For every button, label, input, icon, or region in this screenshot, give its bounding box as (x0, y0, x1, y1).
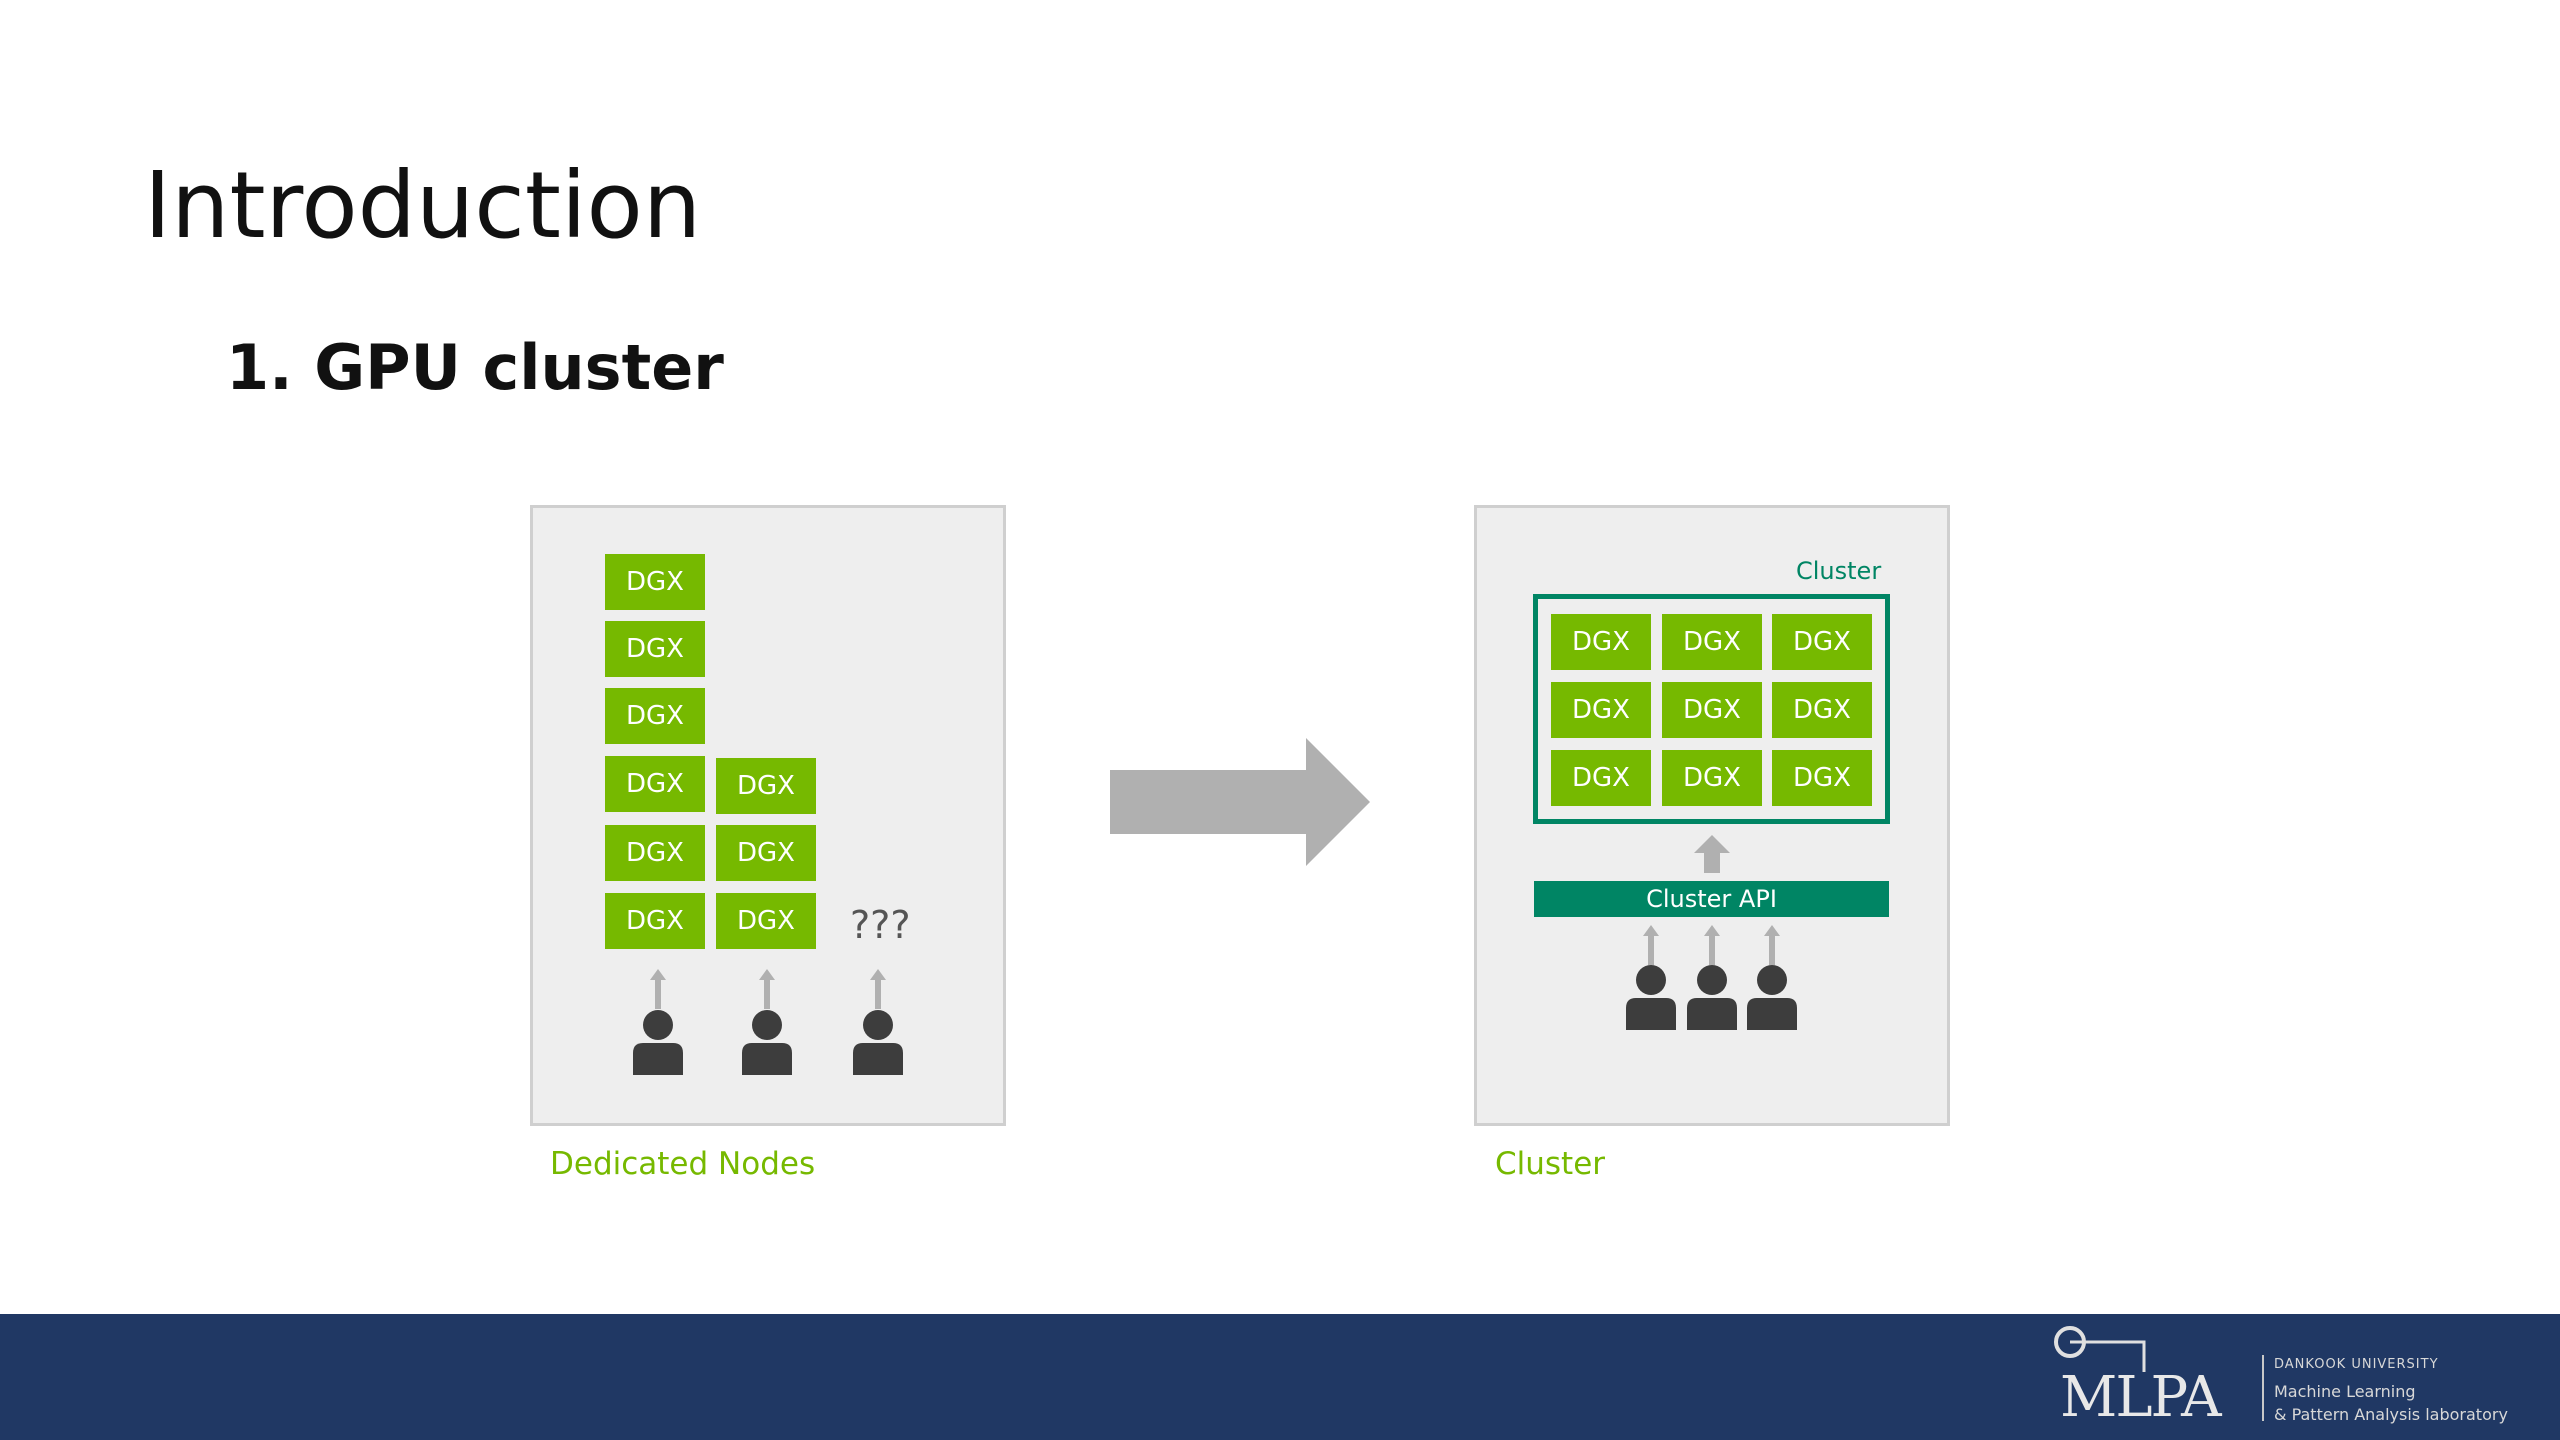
right-arrow-icon (1110, 738, 1370, 866)
dgx-node: DGX (716, 825, 816, 881)
slide-title: Introduction (144, 152, 702, 259)
dgx-node: DGX (1772, 614, 1872, 670)
logo-text: MLPA (2060, 1365, 2222, 1430)
lab-name-line1: Machine Learning (2274, 1382, 2416, 1401)
cluster-box (1533, 594, 1890, 824)
dgx-node: DGX (605, 554, 705, 610)
dgx-node: DGX (605, 688, 705, 744)
dgx-node: DGX (1772, 750, 1872, 806)
dgx-node: DGX (1662, 682, 1762, 738)
dgx-node: DGX (1551, 750, 1651, 806)
dgx-node: DGX (1662, 614, 1762, 670)
dgx-node: DGX (605, 893, 705, 949)
dedicated-nodes-panel (530, 505, 1006, 1126)
dedicated-nodes-caption: Dedicated Nodes (550, 1146, 816, 1182)
lab-name-line2: & Pattern Analysis laboratory (2274, 1405, 2508, 1424)
dgx-node: DGX (716, 758, 816, 814)
cluster-api-bar: Cluster API (1534, 881, 1889, 917)
cluster-box-label: Cluster (1796, 557, 1882, 585)
dgx-node: DGX (1662, 750, 1762, 806)
cluster-caption: Cluster (1495, 1146, 1606, 1182)
footer-bar (0, 1314, 2560, 1440)
dgx-node: DGX (1551, 614, 1651, 670)
dgx-node: DGX (1551, 682, 1651, 738)
dgx-node: DGX (716, 893, 816, 949)
unknown-node-label: ??? (850, 903, 911, 947)
dgx-node: DGX (605, 756, 705, 812)
university-name: DANKOOK UNIVERSITY (2274, 1357, 2439, 1372)
slide-subtitle: 1. GPU cluster (226, 331, 724, 404)
dgx-node: DGX (605, 621, 705, 677)
dgx-node: DGX (605, 825, 705, 881)
dgx-node: DGX (1772, 682, 1872, 738)
logo-divider (2262, 1355, 2264, 1421)
